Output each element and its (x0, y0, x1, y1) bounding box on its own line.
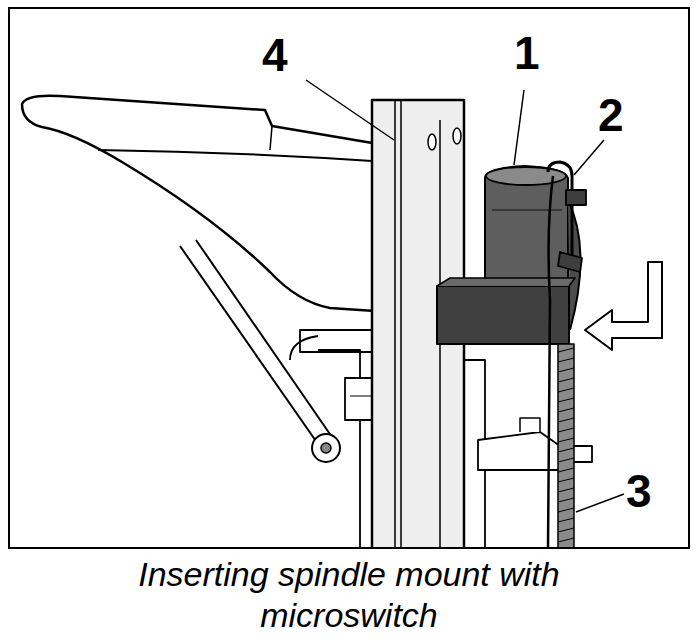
callout-number: 4 (262, 32, 288, 78)
callout-number: 2 (598, 92, 624, 138)
callout-number: 3 (626, 468, 652, 514)
figure-caption: Inserting spindle mount with microswitch (59, 554, 639, 636)
callout-number: 1 (514, 30, 540, 76)
frame (9, 8, 689, 548)
